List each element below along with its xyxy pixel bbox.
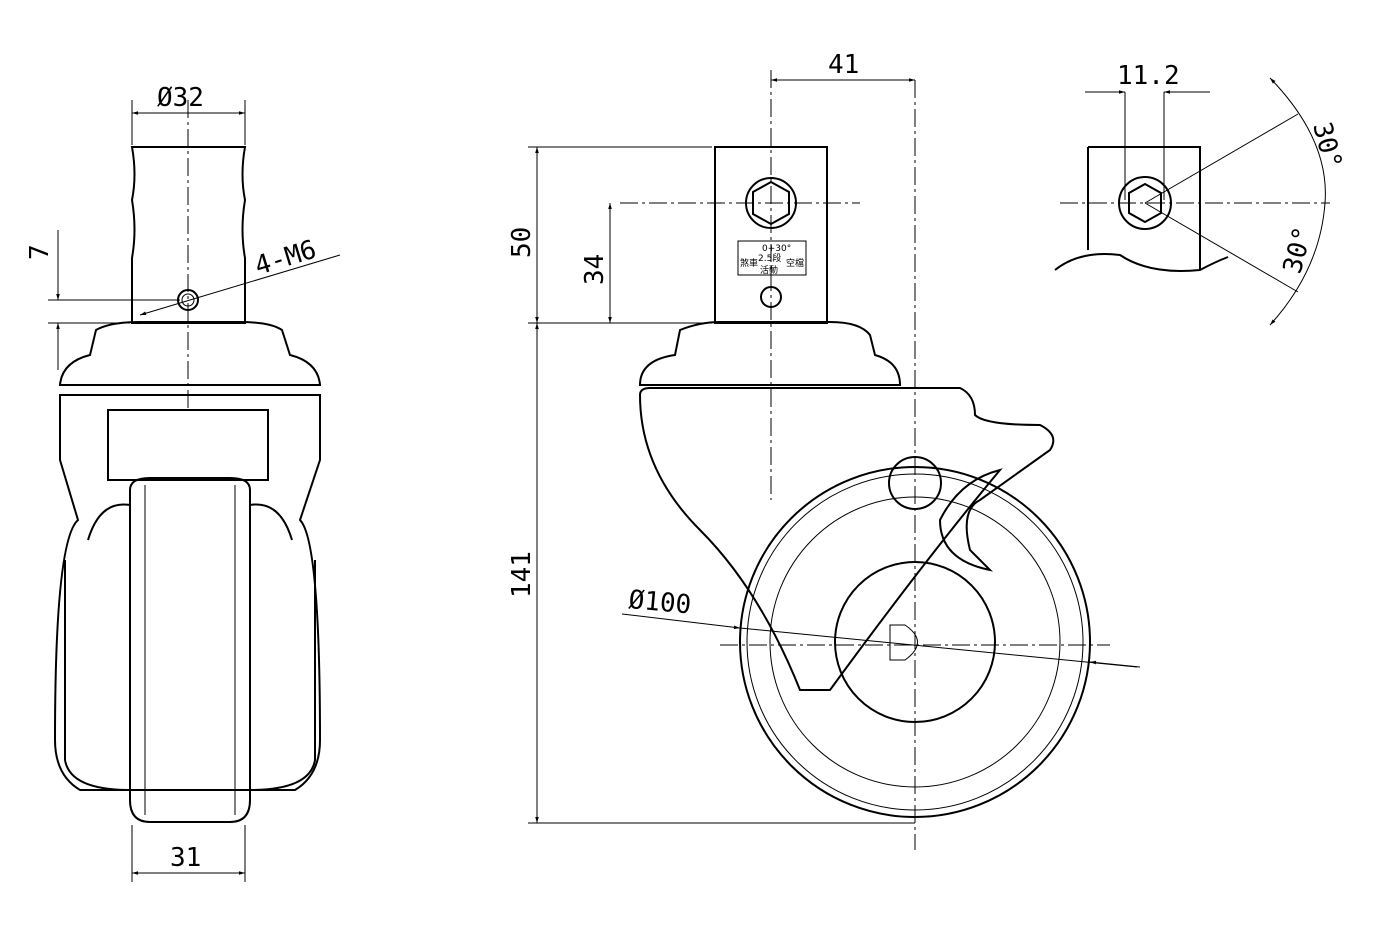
brand-logo: [889, 624, 918, 661]
dim-wheel-diameter: Ø100: [627, 585, 692, 620]
dim-thread: 4-M6: [251, 235, 320, 282]
label-plate: [737, 240, 807, 276]
side-view: 0+30° 2.5段 煞車 活動 空檔 41 50 34 141 Ø100: [507, 50, 1141, 850]
svg-text:活動: 活動: [760, 264, 778, 276]
side-fork: [638, 387, 1055, 691]
svg-text:煞車: 煞車: [740, 257, 758, 269]
svg-text:2.5段: 2.5段: [758, 252, 781, 264]
dim-total-height: 141: [507, 551, 537, 598]
dim-wheel-width: 31: [170, 843, 201, 873]
front-fork-block: [107, 409, 269, 481]
svg-text:空檔: 空檔: [786, 257, 804, 269]
dim-hex-width: 11.2: [1117, 61, 1180, 91]
dim-angle-lower: 30°: [1278, 224, 1319, 277]
front-fork: [53, 394, 322, 791]
front-swivel-plate: [58, 321, 322, 386]
front-wheel: [129, 477, 251, 823]
side-swivel-plate: [638, 321, 902, 386]
svg-text:0+30°: 0+30°: [762, 244, 791, 254]
dim-stem-offset: 41: [828, 50, 859, 80]
detail-view: 11.2 30° 30°: [1054, 61, 1347, 326]
dim-stem-height: 50: [507, 227, 537, 258]
dim-angle-upper: 30°: [1306, 119, 1347, 172]
dim-bolt-height: 34: [580, 254, 610, 285]
dim-bolt-offset: 7: [25, 244, 55, 260]
front-view: Ø32 7 4-M6 31: [25, 83, 341, 882]
hex-detail-icon: [1128, 182, 1162, 224]
dim-stem-diameter: Ø32: [157, 83, 204, 113]
